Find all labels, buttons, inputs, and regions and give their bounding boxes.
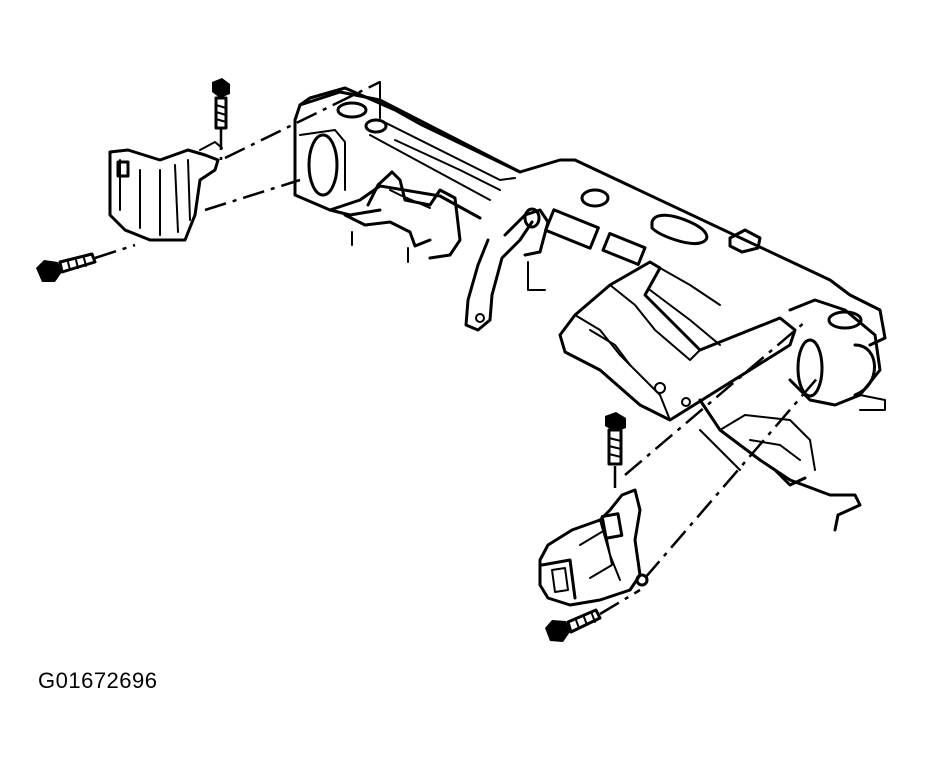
right-alignment-lines <box>624 321 821 579</box>
right-top-bolt <box>605 412 626 488</box>
frame-crossmember <box>293 86 887 532</box>
right-bottom-bolt <box>545 588 641 642</box>
left-mount-bracket <box>108 141 223 242</box>
figure-id-label: G01672696 <box>38 668 158 693</box>
left-alignment-lines <box>204 80 381 212</box>
left-side-bolt <box>36 243 136 282</box>
right-mount-bracket <box>538 488 649 607</box>
left-top-bolt <box>212 78 230 160</box>
